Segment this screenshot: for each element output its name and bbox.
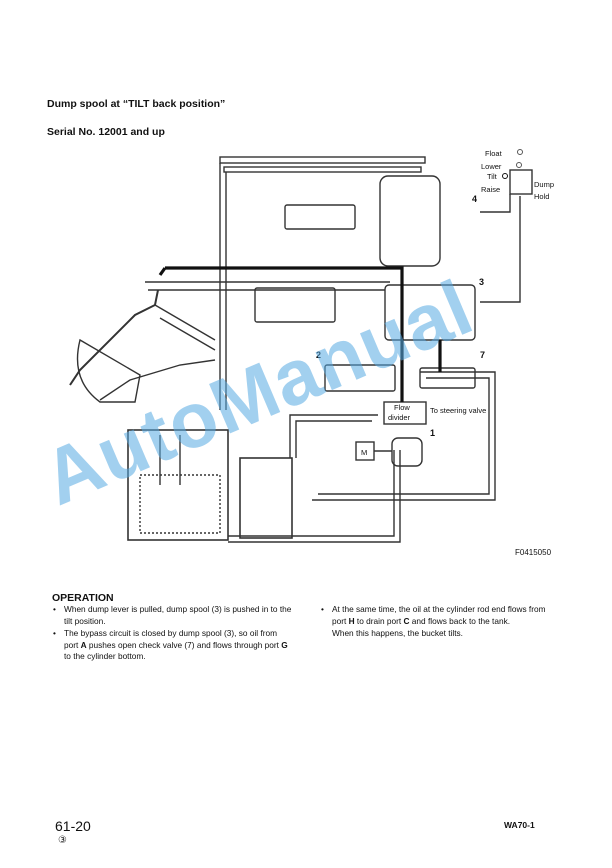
tilt-position-icon — [502, 173, 508, 179]
motor-label: M — [361, 448, 367, 457]
lever-label-raise: Raise — [481, 185, 500, 194]
steering-valve-label: To steering valve — [430, 406, 486, 415]
flow-divider-label-2: divider — [388, 413, 411, 422]
lever-label-dump: Dump — [534, 180, 554, 189]
lower-position-icon — [516, 162, 522, 168]
operation-bullet: When dump lever is pulled, dump spool (3… — [52, 604, 292, 627]
document-code: WA70-1 — [504, 820, 535, 830]
callout-4: 4 — [472, 194, 477, 204]
page-title: Dump spool at “TILT back position” — [47, 98, 226, 110]
operation-title: OPERATION — [52, 592, 114, 604]
revision-mark: ③ — [58, 835, 67, 846]
flow-divider-label: Flow — [394, 403, 410, 412]
lever-label-lower: Lower — [481, 162, 502, 171]
operation-left-column: When dump lever is pulled, dump spool (3… — [52, 604, 292, 664]
left-bullet-list: When dump lever is pulled, dump spool (3… — [52, 604, 292, 663]
callout-3: 3 — [479, 277, 484, 287]
figure-code: F0415050 — [515, 548, 552, 557]
callout-1: 1 — [430, 428, 435, 438]
lever-label-tilt: Tilt — [487, 172, 498, 181]
lever-label-float: Float — [485, 149, 503, 158]
hydraulic-circuit-diagram: Float Lower Tilt Raise Dump Hold 4 3 2 7… — [69, 149, 554, 543]
operation-bullet: At the same time, the oil at the cylinde… — [320, 604, 560, 627]
float-position-icon — [517, 149, 523, 155]
page-number: 61-20 — [55, 818, 91, 834]
operation-note: When this happens, the bucket tilts. — [332, 628, 463, 639]
right-bullet-list: At the same time, the oil at the cylinde… — [320, 604, 560, 627]
callout-2: 2 — [316, 350, 321, 360]
operation-right-column: At the same time, the oil at the cylinde… — [320, 604, 560, 640]
serial-number: Serial No. 12001 and up — [47, 126, 165, 138]
operation-bullet: The bypass circuit is closed by dump spo… — [52, 628, 292, 663]
callout-7: 7 — [480, 350, 485, 360]
lever-label-hold: Hold — [534, 192, 549, 201]
